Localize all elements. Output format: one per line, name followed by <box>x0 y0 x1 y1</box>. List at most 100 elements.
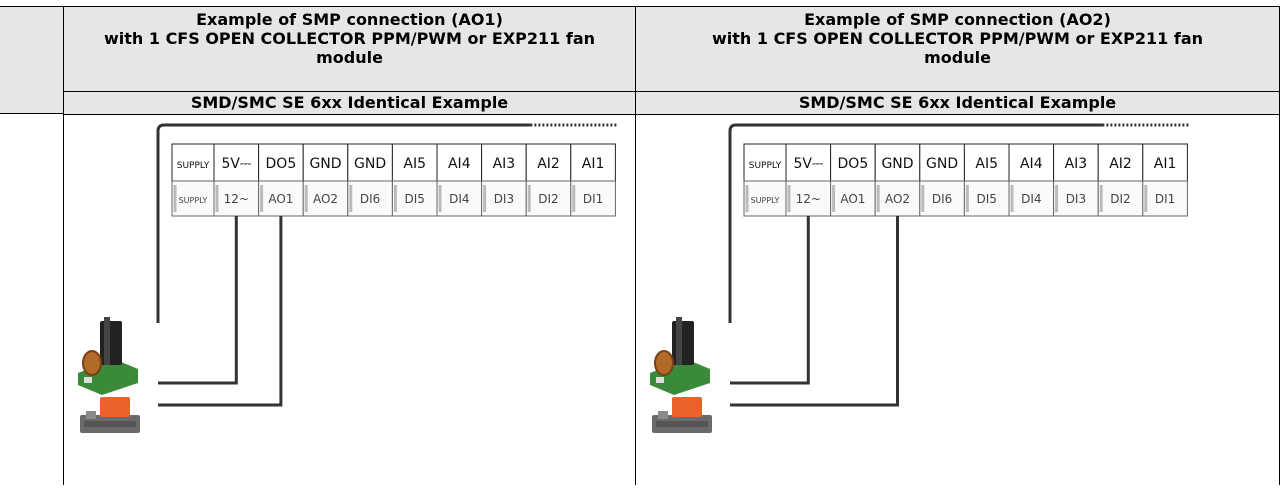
terminal-label: AO2 <box>885 192 910 206</box>
component-fin <box>676 317 682 365</box>
column-header-ao2: Example of SMP connection (AO2) with 1 C… <box>635 6 1280 92</box>
terminal-label: DI5 <box>404 192 424 206</box>
pcb-part <box>656 377 664 383</box>
header-line-3: module <box>924 48 991 67</box>
header-line-3: module <box>316 48 383 67</box>
terminal-bottom-3 <box>258 180 304 217</box>
terminal-top-3 <box>830 143 876 182</box>
header-line-2: with 1 CFS OPEN COLLECTOR PPM/PWM or EXP… <box>103 29 596 48</box>
wire-AO1 <box>158 216 283 407</box>
terminal-label: DI1 <box>583 192 603 206</box>
column-subheader-ao1: SMD/SMC SE 6xx Identical Example <box>63 91 636 115</box>
terminal-bottom-4 <box>302 180 349 217</box>
terminal-label: AI3 <box>1065 156 1088 172</box>
bus-wire <box>156 123 531 351</box>
terminal-label: 12~ <box>796 192 821 206</box>
fan-module-icon <box>78 317 138 395</box>
terminal-top-8 <box>481 143 527 182</box>
terminal-label: DI2 <box>1110 192 1130 206</box>
coil <box>82 350 102 376</box>
wire-AO2 <box>730 216 899 407</box>
header-gutter <box>0 6 64 92</box>
terminal-label: DI3 <box>494 192 514 206</box>
terminal-bottom-10 <box>1142 180 1188 217</box>
header-line-1: Example of SMP connection (AO1) <box>196 10 503 29</box>
terminal-top-7 <box>1008 143 1055 182</box>
terminal-label: SUPPLY <box>179 196 208 205</box>
relay-screws <box>656 421 708 427</box>
terminal-bottom-8 <box>481 180 527 217</box>
terminal-top-9 <box>1097 143 1144 182</box>
relay-body <box>672 397 702 417</box>
wire-12~ <box>158 216 238 385</box>
terminal-label: AI5 <box>975 156 998 172</box>
terminal-label: DI4 <box>449 192 469 206</box>
terminal-label: AI4 <box>1020 156 1043 172</box>
terminal-label: DI6 <box>932 192 952 206</box>
terminal-bottom-1 <box>171 180 215 217</box>
header-line-2: with 1 CFS OPEN COLLECTOR PPM/PWM or EXP… <box>711 29 1204 48</box>
column-subheader-ao2: SMD/SMC SE 6xx Identical Example <box>635 91 1280 115</box>
dark-component <box>100 321 122 365</box>
column-header-ao1: Example of SMP connection (AO1) with 1 C… <box>63 6 636 92</box>
terminal-bottom-8 <box>1053 180 1099 217</box>
relay-terminal <box>86 411 96 419</box>
terminal-label: AO1 <box>840 192 865 206</box>
fan-module-icon <box>650 317 710 395</box>
terminal-label: AI1 <box>1154 156 1177 172</box>
terminal-bottom-10 <box>570 180 616 217</box>
relay-body <box>100 397 130 417</box>
terminal-label: DI2 <box>538 192 558 206</box>
terminal-label: DI4 <box>1021 192 1041 206</box>
terminal-label: SUPPLY <box>751 196 780 205</box>
relay-screws <box>84 421 136 427</box>
terminal-label: 5V⎓ <box>793 156 823 172</box>
terminal-top-2 <box>213 143 260 182</box>
terminal-top-2 <box>785 143 832 182</box>
bus-wire <box>728 123 1103 351</box>
terminal-label: DI6 <box>360 192 380 206</box>
terminal-label: 12~ <box>224 192 249 206</box>
terminal-label: GND <box>881 156 913 172</box>
terminal-label: GND <box>354 156 386 172</box>
terminal-bottom-2 <box>213 180 260 217</box>
terminal-label: DO5 <box>838 156 869 172</box>
relay-module-icon <box>652 397 712 433</box>
wire-12~ <box>730 216 810 385</box>
terminal-label: AI3 <box>493 156 516 172</box>
terminal-bottom-6 <box>963 180 1010 217</box>
terminal-label: 5V⎓ <box>221 156 251 172</box>
terminal-label: AI2 <box>1109 156 1132 172</box>
terminal-label: GND <box>926 156 958 172</box>
terminal-label: DI3 <box>1066 192 1086 206</box>
terminal-bottom-7 <box>436 180 483 217</box>
terminal-top-9 <box>525 143 572 182</box>
component-fin <box>104 317 110 365</box>
terminal-label: AI1 <box>582 156 605 172</box>
relay-terminal <box>658 411 668 419</box>
coil <box>654 350 674 376</box>
terminal-label: AO1 <box>268 192 293 206</box>
terminal-label: DI1 <box>1155 192 1175 206</box>
terminal-top-1 <box>171 143 215 182</box>
subheader-gutter <box>0 91 64 114</box>
terminal-bottom-4 <box>874 180 921 217</box>
terminal-bottom-7 <box>1008 180 1055 217</box>
terminal-top-10 <box>570 143 616 182</box>
terminal-bottom-3 <box>830 180 876 217</box>
terminal-label: SUPPLY <box>177 161 210 171</box>
terminal-label: AI4 <box>448 156 471 172</box>
terminal-label: AI5 <box>403 156 426 172</box>
terminal-label: AI2 <box>537 156 560 172</box>
relay-module-icon <box>80 397 140 433</box>
terminal-label: DO5 <box>266 156 297 172</box>
pcb-part <box>84 377 92 383</box>
terminal-label: GND <box>309 156 341 172</box>
terminal-label: AO2 <box>313 192 338 206</box>
terminal-top-6 <box>963 143 1010 182</box>
